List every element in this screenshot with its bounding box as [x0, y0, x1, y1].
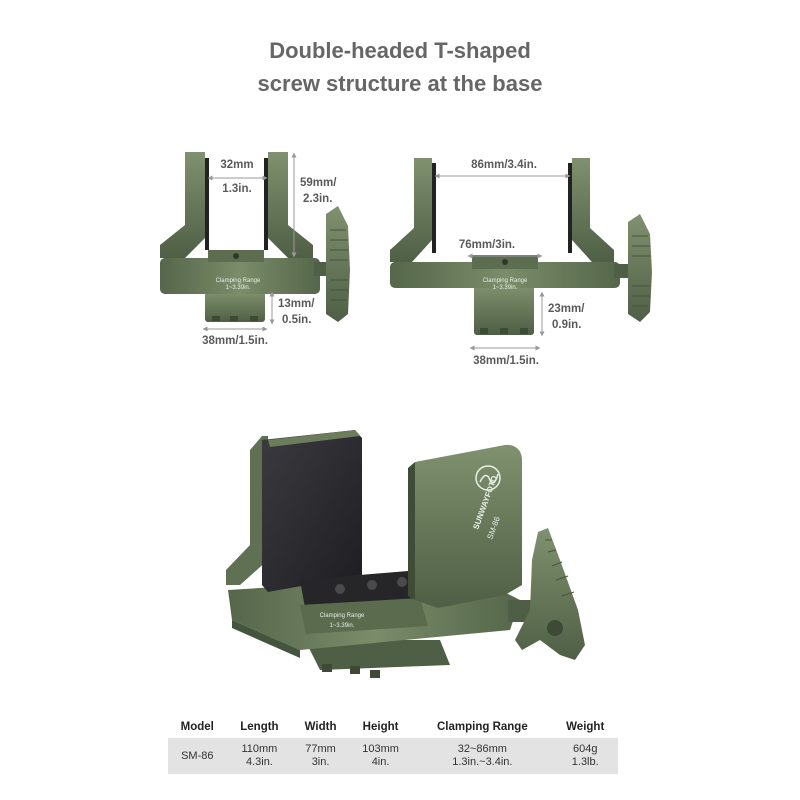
spec-header-weight: Weight	[566, 721, 605, 733]
heading-line-1: Double-headed T-shaped	[269, 38, 531, 63]
spec-weight-cell: 604g 1.3lb.	[552, 738, 618, 774]
dim-base-width: 38mm/1.5in.	[202, 335, 268, 347]
plate-text-1: Clamping Range	[216, 278, 261, 284]
dim-height-mm: 59mm/	[300, 177, 337, 189]
spec-header-clamping: Clamping Range	[437, 721, 528, 733]
spec-model-cell: SM-86	[168, 738, 227, 774]
spec-length-mm: 110mm	[241, 743, 278, 755]
plate-text-3d-2: 1~3.39in.	[330, 623, 355, 629]
front-view-closed: Clamping Range 1~3.39in. 32mm 1.3in. 59m…	[160, 152, 350, 347]
product-illustration: Clamping Range 1~3.39in. 32mm 1.3in. 59m…	[160, 152, 652, 678]
spec-header-row: Model Length Width Height Clamping Range…	[168, 716, 618, 738]
front-view-open: Clamping Range 1~3.39in. 86mm/3.4in. 76m…	[390, 158, 652, 367]
spec-header-model: Model	[180, 721, 214, 733]
dim-height-in: 2.3in.	[303, 193, 332, 205]
brand-logo-icon	[475, 465, 501, 491]
spec-width-cell: 77mm 3in.	[292, 738, 349, 774]
page-heading: Double-headed T-shaped screw structure a…	[0, 34, 800, 100]
spec-length-cell: 110mm 4.3in.	[226, 738, 293, 774]
spec-row: SM-86 110mm 4.3in. 77mm 3in. 103mm 4in. …	[168, 738, 618, 774]
spec-weight-lb: 1.3lb.	[571, 756, 599, 768]
spec-height-cell: 103mm 4in.	[348, 738, 413, 774]
spec-length-in: 4.3in.	[245, 756, 273, 768]
spec-width-mm: 77mm	[305, 743, 336, 755]
spec-model: SM-86	[181, 749, 214, 762]
spec-weight-g: 604g	[572, 743, 598, 755]
spec-height-in: 4in.	[371, 756, 390, 768]
dim-wide-base-height-mm: 23mm/	[548, 303, 585, 315]
plate-text-wide-2: 1~3.39in.	[493, 285, 518, 291]
plate-text-3d-1: Clamping Range	[320, 613, 365, 619]
dim-gap-width-in: 1.3in.	[222, 183, 251, 195]
dim-wide-base-width: 38mm/1.5in.	[473, 355, 539, 367]
spec-header-width: Width	[304, 721, 337, 733]
spec-header-height: Height	[362, 721, 399, 733]
dim-wide-gap: 86mm/3.4in.	[471, 159, 537, 171]
heading-line-2: screw structure at the base	[257, 71, 543, 96]
product-3d-view: Clamping Range 1~3.39in. SUNWAYFOTO SM-8…	[226, 430, 585, 678]
spec-header-length: Length	[240, 721, 279, 733]
dim-gap-width-mm: 32mm	[220, 159, 253, 171]
spec-table: Model Length Width Height Clamping Range…	[168, 716, 618, 774]
dim-inner-width: 76mm/3in.	[459, 239, 515, 251]
spec-clamping-cell: 32~86mm 1.3in.~3.4in.	[412, 738, 553, 774]
dim-wide-base-height-in: 0.9in.	[552, 319, 581, 331]
plate-text-wide-1: Clamping Range	[483, 278, 528, 284]
spec-clamping-in: 1.3in.~3.4in.	[452, 756, 513, 768]
spec-clamping-mm: 32~86mm	[457, 743, 507, 755]
plate-text-2: 1~3.39in.	[226, 285, 251, 291]
dim-base-height-in: 0.5in.	[282, 314, 311, 326]
dim-base-height-mm: 13mm/	[278, 298, 315, 310]
spec-height-mm: 103mm	[362, 743, 399, 755]
spec-width-in: 3in.	[311, 756, 330, 768]
